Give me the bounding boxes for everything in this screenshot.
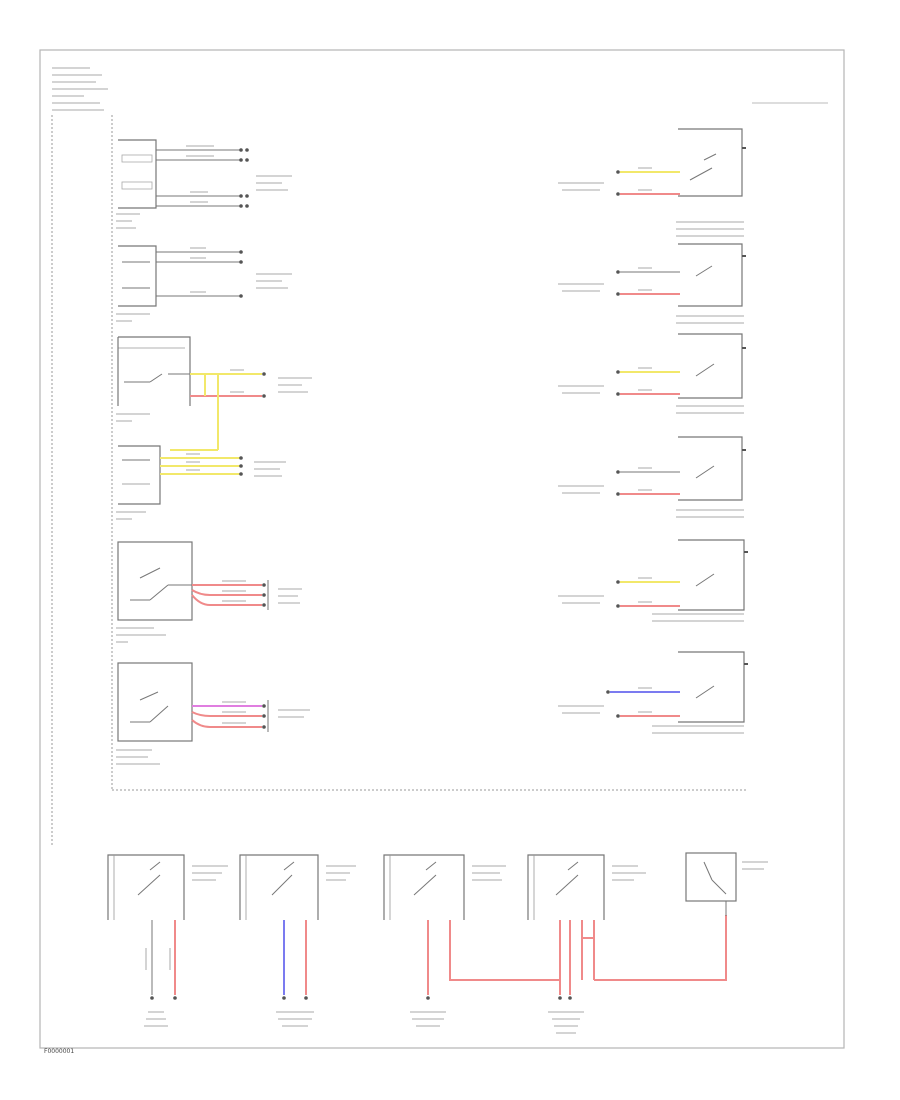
component-bottom-1	[107, 854, 228, 1027]
component-bottom-4	[527, 854, 646, 1034]
component-switch-3	[116, 336, 312, 422]
component-bottom-3	[383, 854, 560, 1027]
component-right-5	[558, 539, 748, 622]
footer-code: F0000001	[44, 1048, 74, 1055]
component-right-1	[558, 128, 746, 237]
component-bottom-2	[239, 854, 356, 1027]
diagram-frame	[39, 49, 845, 1049]
component-right-3	[558, 333, 746, 414]
component-bottom-5	[685, 852, 768, 916]
component-switch-1	[116, 139, 292, 229]
header-note	[52, 67, 108, 111]
component-switch-5	[116, 541, 302, 643]
component-right-4	[558, 436, 746, 518]
wire-red-return	[594, 915, 727, 981]
component-switch-6	[116, 662, 310, 765]
component-switch-4	[116, 445, 286, 520]
component-right-6	[558, 651, 748, 734]
component-right-2	[558, 243, 746, 324]
component-switch-2	[116, 245, 292, 322]
